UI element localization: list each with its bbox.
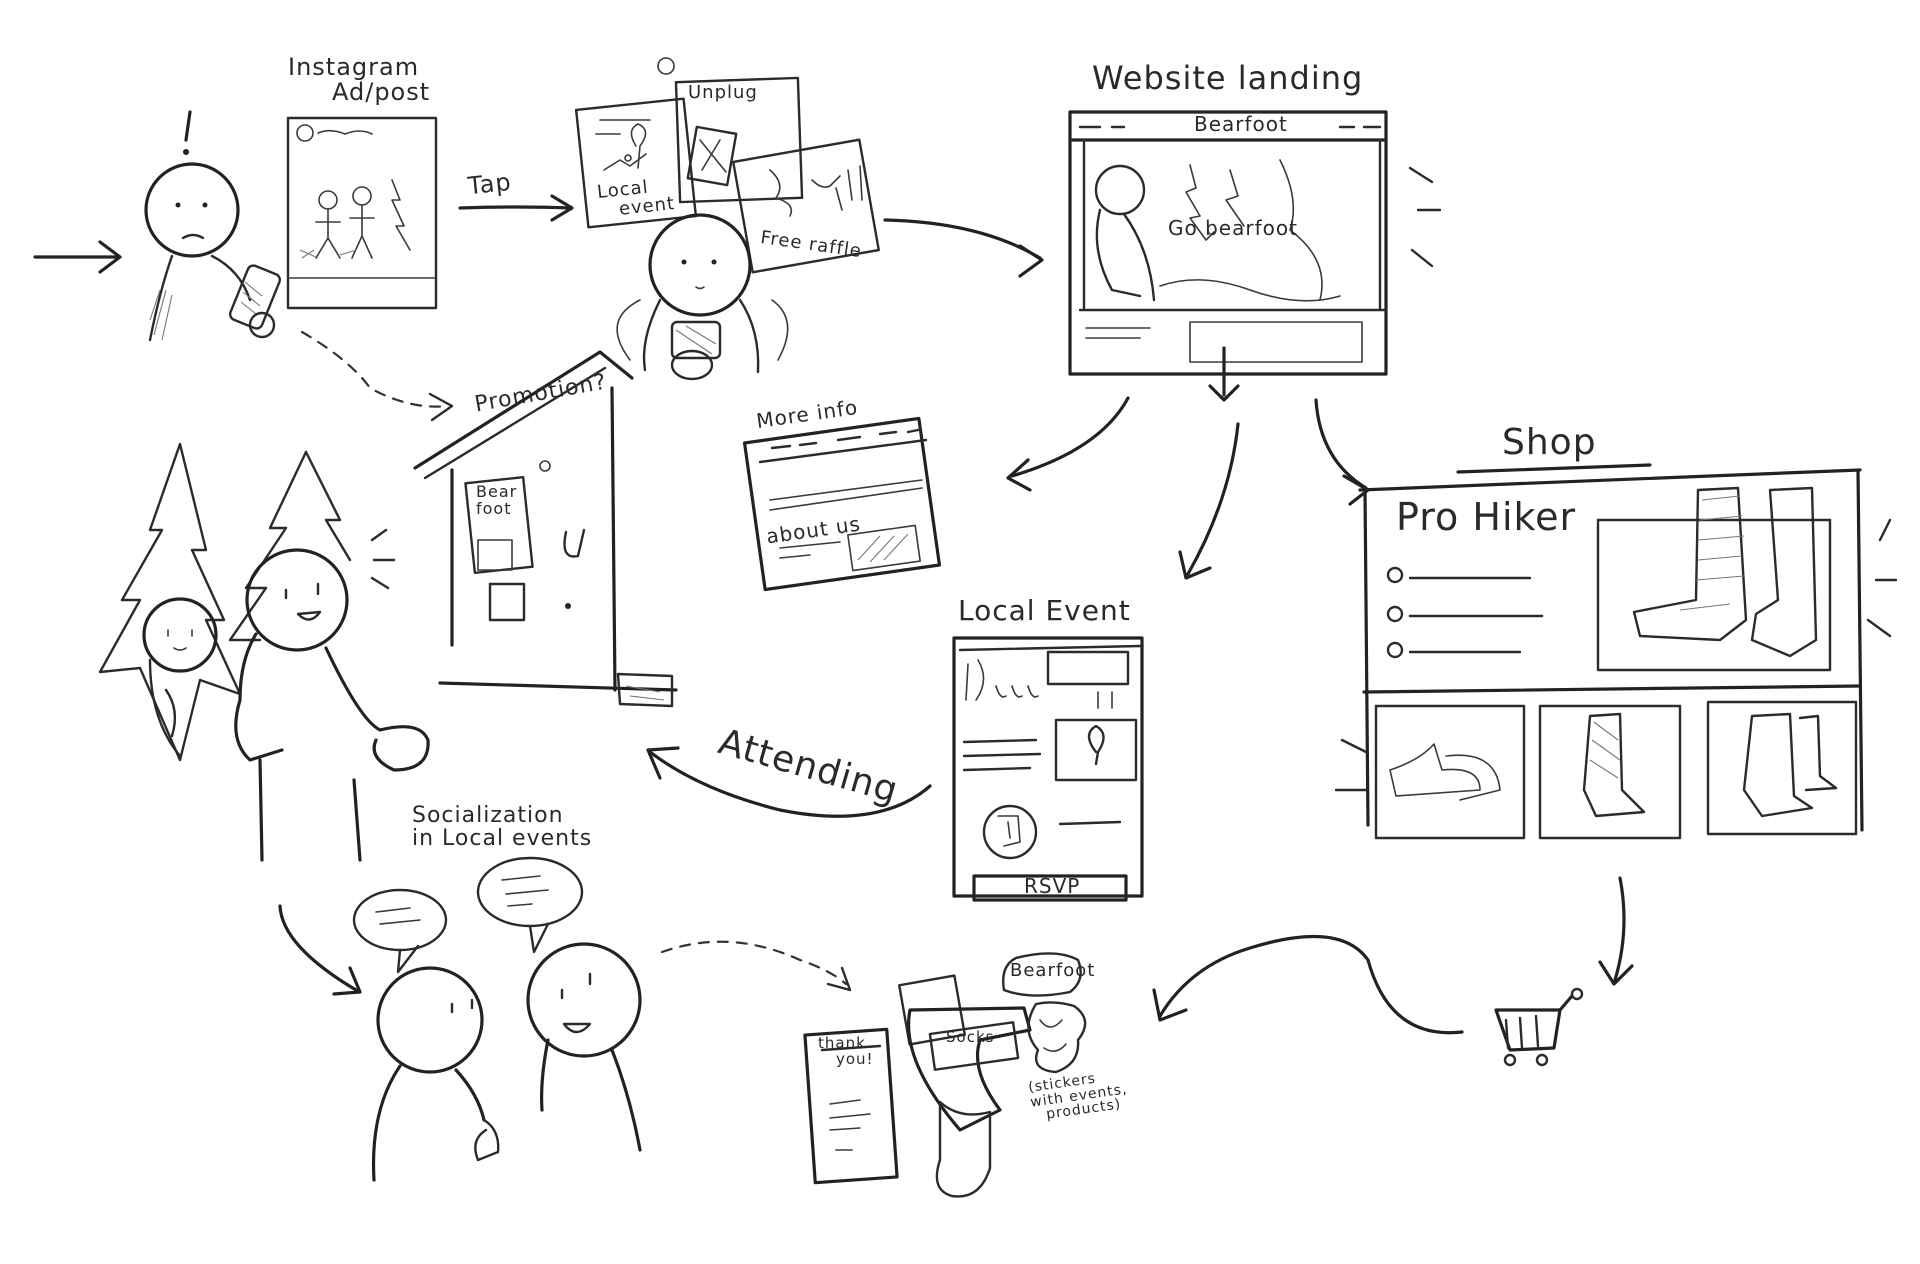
notification-cards — [574, 57, 880, 274]
exclamation-icon — [183, 149, 189, 155]
arrow-to-local-event — [1178, 422, 1240, 580]
shop-title: Shop — [1502, 422, 1597, 463]
tap-label: Tap — [466, 167, 513, 201]
arrow-cart-to-package — [1152, 934, 1464, 1035]
socialization-label: Socialization in Local events — [412, 803, 593, 852]
thank-you-label: thank you! — [818, 1034, 874, 1068]
website-landing-sketch — [1068, 110, 1442, 402]
rsvp-button-label: RSVP — [1024, 874, 1081, 898]
bearfoot-sticker-label: Bearfoot — [1010, 960, 1096, 981]
tap-arrow — [458, 194, 574, 222]
attending-arrow — [646, 746, 932, 818]
phone-icon — [228, 264, 282, 330]
booth-logo-label: Bear foot — [476, 482, 518, 518]
pro-hiker-label: Pro Hiker — [1396, 495, 1577, 539]
speech-bubbles — [352, 856, 584, 974]
local-event-title: Local Event — [958, 594, 1131, 627]
arrow-hikers-to-social — [278, 904, 362, 996]
arrow-to-more-info — [1006, 396, 1130, 492]
shop-page-sketch — [1334, 463, 1898, 840]
promotion-booth-sketch — [413, 350, 678, 708]
shopping-cart-icon — [1494, 987, 1584, 1067]
local-event-page-sketch — [952, 636, 1144, 902]
people-chatting — [371, 942, 642, 1182]
more-info-page-sketch — [742, 416, 942, 592]
socks-label: Socks — [946, 1028, 995, 1046]
website-landing-title: Website landing — [1092, 59, 1364, 97]
local-event-card-label: Local event — [596, 176, 677, 220]
package-sketch — [803, 952, 1087, 1198]
arrow-shop-to-cart — [1598, 876, 1634, 986]
instagram-post-sketch — [286, 116, 438, 310]
bearfoot-header-label: Bearfoot — [1194, 112, 1288, 136]
forest-with-hikers — [98, 442, 430, 862]
person-with-phone — [144, 110, 282, 342]
dashed-arrow-to-promotion — [300, 330, 454, 422]
person-browsing-phone — [616, 213, 789, 381]
arrow-to-website — [883, 218, 1044, 278]
instagram-label: Instagram Ad/post — [288, 53, 431, 107]
entry-arrow — [33, 240, 122, 274]
go-bearfoot-label: Go bearfoot — [1168, 216, 1298, 240]
dashed-arrow-to-package — [660, 940, 852, 992]
unplug-label: Unplug — [688, 82, 758, 103]
map-pin-icon — [630, 123, 647, 169]
